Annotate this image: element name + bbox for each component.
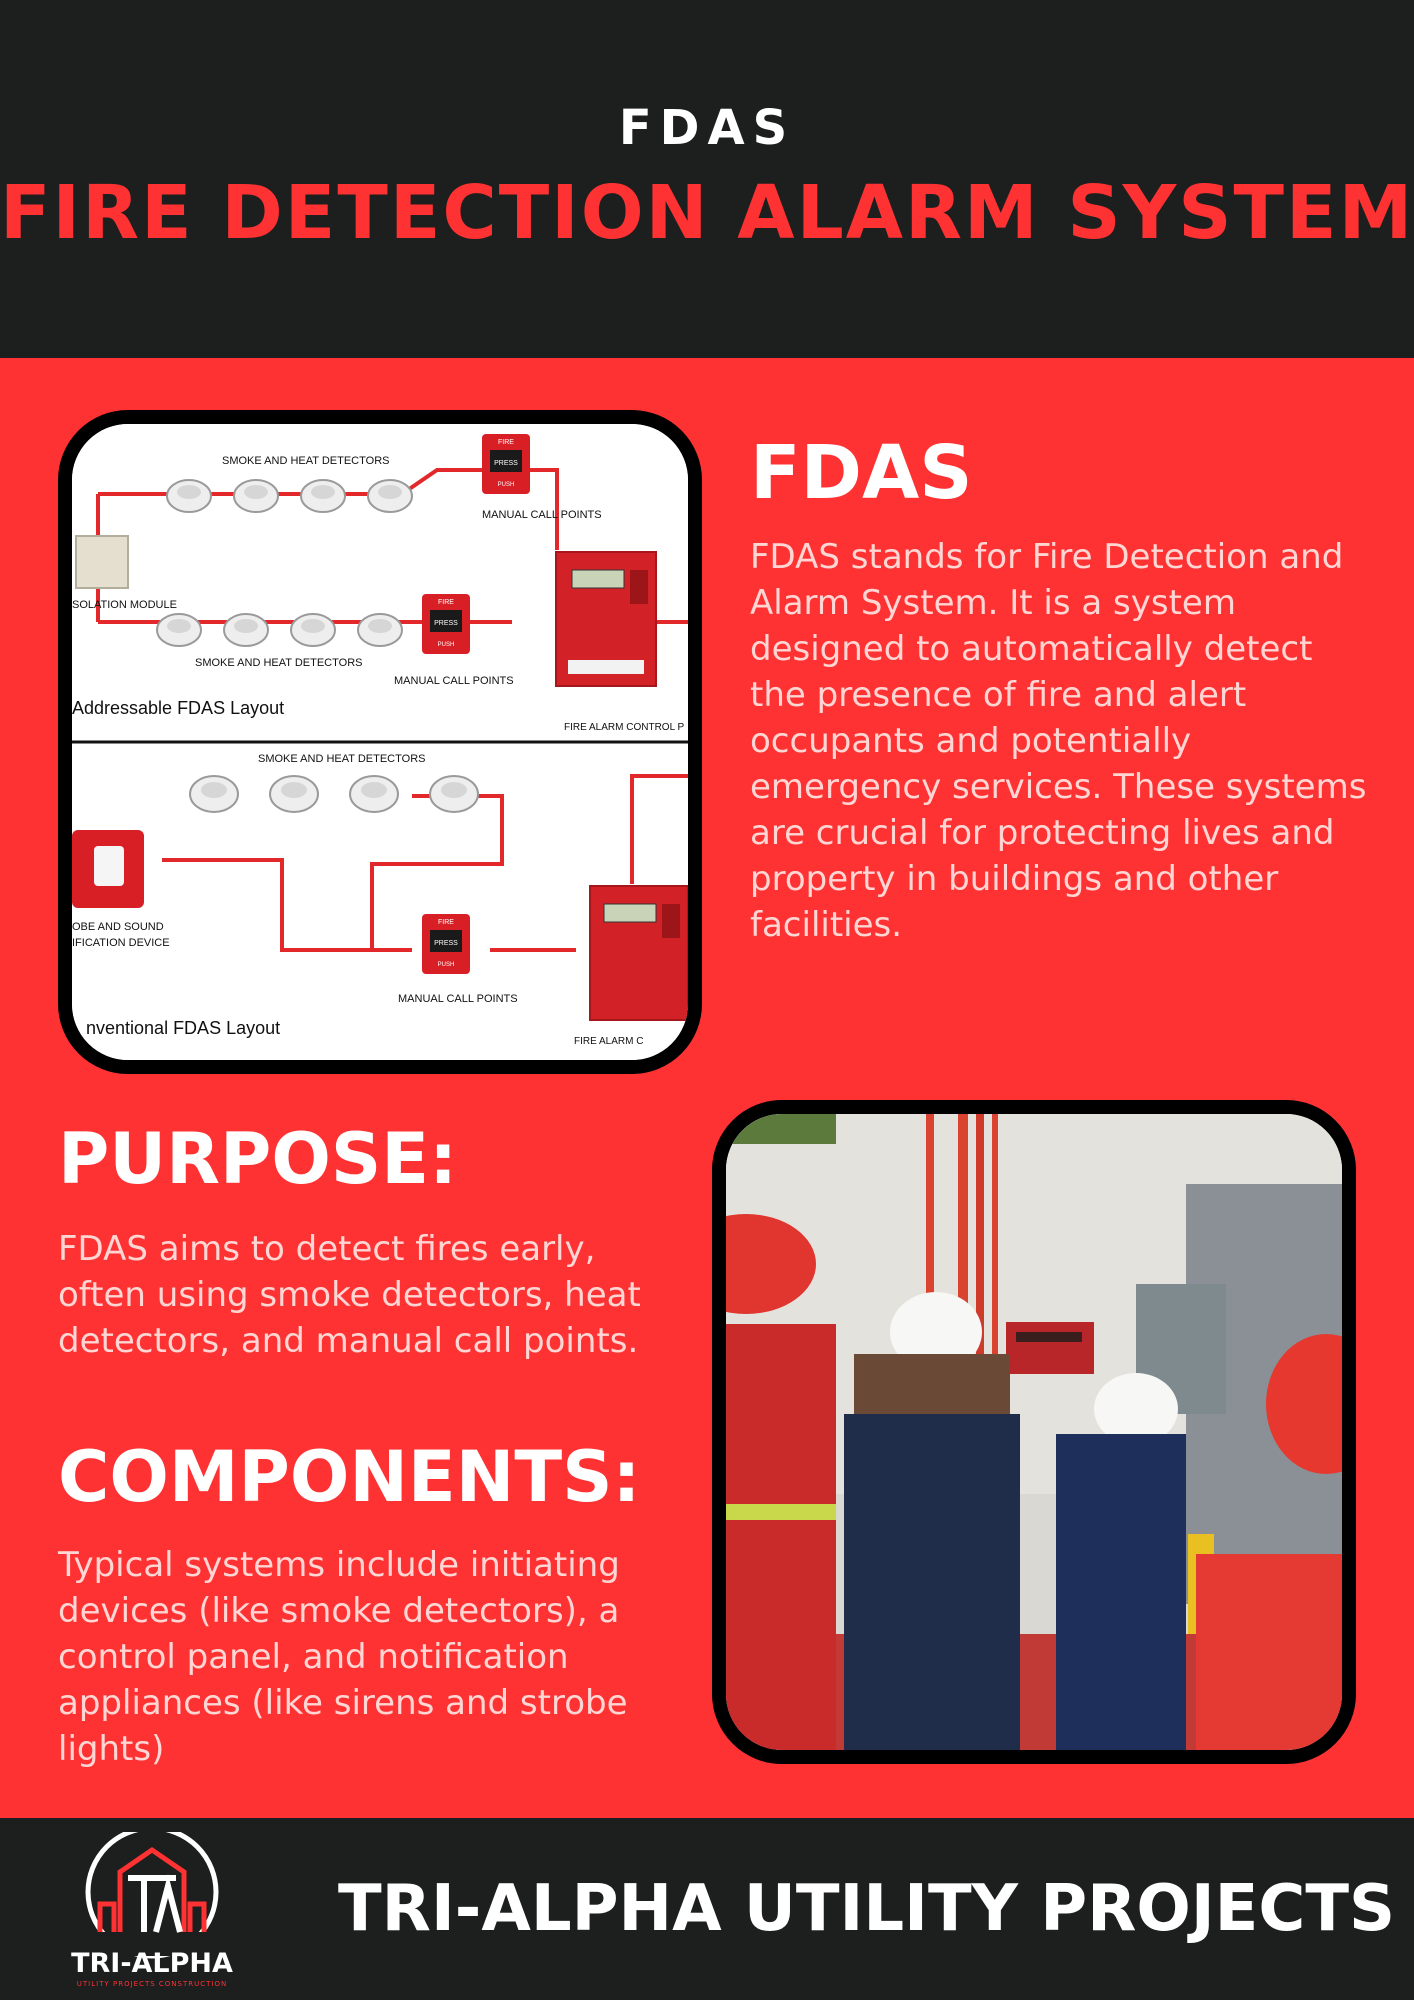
- components-description: Typical systems include initiating devic…: [58, 1545, 628, 1769]
- main-content: SMOKE AND HEAT DETECTORS FIRE PRESS PUSH…: [0, 358, 1414, 1818]
- svg-text:PUSH: PUSH: [498, 482, 515, 488]
- addressable-detectors-top-label: SMOKE AND HEAT DETECTORS: [222, 455, 389, 467]
- addressable-call-points-top-label: MANUAL CALL POINTS: [482, 509, 602, 521]
- svg-text:PRESS: PRESS: [494, 460, 518, 467]
- conventional-call-points-label: MANUAL CALL POINTS: [398, 993, 518, 1005]
- isolation-module-label: SOLATION MODULE: [72, 599, 177, 611]
- svg-text:PUSH: PUSH: [438, 642, 455, 648]
- isolation-module-icon: [75, 535, 129, 589]
- header-kicker: FDAS: [618, 100, 796, 156]
- purpose-heading: PURPOSE:: [58, 1118, 458, 1200]
- svg-text:FIRE: FIRE: [438, 919, 454, 926]
- logo-mark-icon: [82, 1825, 222, 1959]
- purpose-description: FDAS aims to detect fires early, often u…: [58, 1229, 641, 1361]
- conventional-layout-label: nventional FDAS Layout: [86, 1018, 280, 1038]
- footer: TRI-ALPHA UTILITY PROJECTS CONSTRUCTION …: [0, 1818, 1414, 2000]
- fire-alarm-control-panel-icon: [589, 885, 688, 1021]
- fdas-description: FDAS stands for Fire Detection and Alarm…: [750, 537, 1367, 945]
- conventional-detectors-label: SMOKE AND HEAT DETECTORS: [258, 753, 425, 765]
- smoke-detector-icon: [189, 775, 479, 813]
- logo-text: TRI-ALPHA: [71, 1948, 233, 1979]
- company-name: TRI-ALPHA UTILITY PROJECTS: [338, 1872, 1396, 1946]
- strobe-label-line2: IFICATION DEVICE: [72, 937, 170, 949]
- addressable-call-points-bottom-label: MANUAL CALL POINTS: [394, 675, 514, 687]
- manual-call-point-icon: FIRE PRESS PUSH: [422, 914, 470, 974]
- strobe-label-line1: OBE AND SOUND: [72, 921, 164, 933]
- logo-subtext: UTILITY PROJECTS CONSTRUCTION: [76, 1980, 228, 1988]
- fdas-layout-diagram: SMOKE AND HEAT DETECTORS FIRE PRESS PUSH…: [58, 410, 702, 1074]
- site-photo-illustration: [726, 1114, 1342, 1750]
- page-title: FIRE DETECTION ALARM SYSTEM: [0, 170, 1414, 256]
- fdas-heading: FDAS: [750, 430, 973, 516]
- svg-text:PUSH: PUSH: [438, 962, 455, 968]
- conventional-panel-label: FIRE ALARM C: [574, 1036, 643, 1047]
- svg-text:PRESS: PRESS: [434, 940, 458, 947]
- components-heading: COMPONENTS:: [58, 1436, 641, 1518]
- addressable-layout-label: Addressable FDAS Layout: [72, 698, 284, 718]
- manual-call-point-icon: FIRE PRESS PUSH: [422, 594, 470, 654]
- fire-alarm-control-panel-icon: [555, 551, 657, 687]
- tri-alpha-logo: TRI-ALPHA UTILITY PROJECTS CONSTRUCTION: [62, 1825, 242, 1992]
- smoke-detector-icon: [166, 479, 413, 513]
- fdas-diagram-illustration: SMOKE AND HEAT DETECTORS FIRE PRESS PUSH…: [72, 424, 688, 1060]
- manual-call-point-icon: FIRE PRESS PUSH: [482, 434, 530, 494]
- header: FDAS FIRE DETECTION ALARM SYSTEM: [0, 0, 1414, 358]
- workers-inspecting-panel-photo: [712, 1100, 1356, 1764]
- smoke-detector-icon: [156, 613, 403, 647]
- svg-text:FIRE: FIRE: [498, 439, 514, 446]
- addressable-detectors-bottom-label: SMOKE AND HEAT DETECTORS: [195, 657, 362, 669]
- svg-text:FIRE: FIRE: [438, 599, 454, 606]
- strobe-sounder-icon: [72, 830, 144, 908]
- addressable-panel-label: FIRE ALARM CONTROL P: [564, 722, 685, 733]
- svg-text:PRESS: PRESS: [434, 620, 458, 627]
